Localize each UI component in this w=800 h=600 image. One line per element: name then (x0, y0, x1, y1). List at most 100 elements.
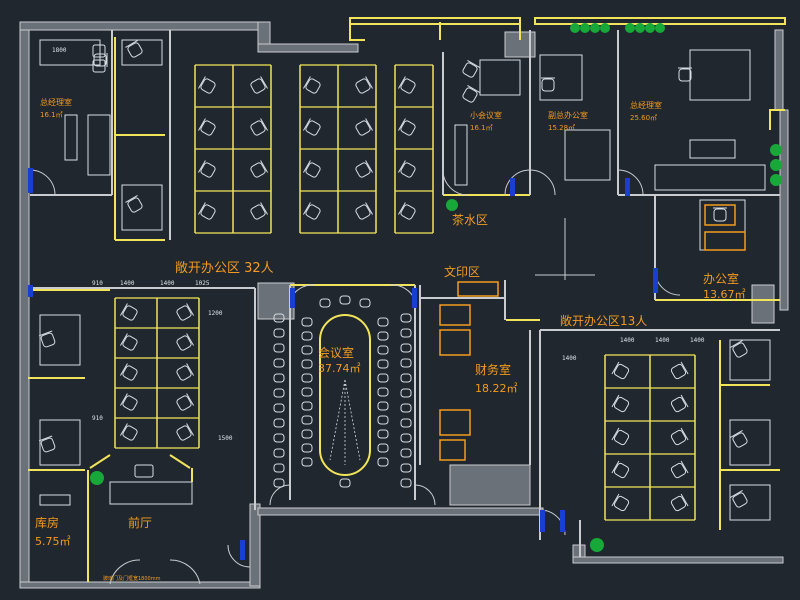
conference-chair (377, 443, 389, 453)
office-chair (730, 490, 748, 508)
office-chair (355, 76, 373, 94)
chair-seat (613, 363, 630, 380)
conference-chair (301, 345, 313, 355)
office-chair (198, 202, 216, 220)
conference-chair (400, 418, 412, 428)
conference-chair (301, 387, 313, 397)
chair-seat (613, 462, 630, 479)
dimension-labels: 1800 910 1400 1400 1025 910 1200 1500 14… (52, 47, 705, 442)
chair-seat (122, 335, 138, 351)
chair-back (198, 202, 206, 215)
chair-seat (127, 42, 143, 58)
conference-chair (400, 313, 412, 323)
office-chair (198, 160, 216, 178)
office-chair (670, 427, 689, 446)
conference-chair (377, 387, 389, 397)
chair-seat (355, 78, 371, 94)
office-desk-orange (704, 204, 746, 251)
chair-seat (400, 162, 416, 178)
door-markers (28, 168, 658, 560)
label-print-area: 文印区 (444, 264, 480, 279)
dim-wk-top-b: 1400 (120, 280, 135, 287)
chair-seat (176, 395, 192, 411)
chair-seat (400, 120, 416, 136)
chair-seat (250, 120, 266, 136)
conference-chair (301, 429, 313, 439)
label-open-office-32: 敞开办公区 32人 (175, 260, 274, 276)
chair-seat (93, 53, 107, 67)
chair-back (120, 393, 128, 406)
conference-table (319, 314, 371, 476)
office-chair (120, 423, 138, 441)
conference-chair (273, 388, 285, 398)
dim-wk-mid: 1500 (218, 435, 233, 442)
dim-nw-width: 1800 (52, 47, 67, 54)
chair-seat (355, 162, 371, 178)
dim-se-top-b: 1400 (655, 337, 670, 344)
office-chair (176, 393, 194, 411)
office-chair (303, 202, 321, 220)
chair-seat (250, 78, 266, 94)
conference-chair (273, 373, 285, 383)
office-chair (176, 303, 194, 321)
dim-wk-side-b: 910 (92, 415, 103, 422)
office-chair (730, 340, 748, 358)
chair-seat (732, 492, 748, 508)
office-chair (120, 363, 138, 381)
label-manager-ne: 总经理室 (630, 100, 662, 110)
chair-back (365, 118, 373, 131)
dim-se-top-a: 1400 (620, 337, 635, 344)
chair-back (260, 160, 268, 173)
chair-back (186, 393, 194, 406)
chair-seat (670, 363, 687, 380)
room-labels: 总经理室 16.1㎡ 敞开办公区 32人 小会议室 16.1㎡ 副总办公室 15… (35, 97, 746, 582)
chair-back (467, 60, 480, 68)
chair-back (38, 330, 53, 337)
office-chair (303, 76, 321, 94)
conference-chair (339, 478, 351, 488)
conference-chair (301, 373, 313, 383)
chair-seat (250, 204, 266, 220)
chair-seat (127, 197, 143, 213)
inner-walls (30, 30, 780, 557)
office-chair (120, 393, 138, 411)
chair-seat (40, 332, 56, 348)
chair-back (365, 202, 373, 215)
office-chair (198, 118, 216, 136)
conference-chair (319, 298, 331, 308)
chair-seat (122, 395, 138, 411)
conference-chair (273, 328, 285, 338)
chair-seat (670, 495, 687, 512)
chair-seat (713, 208, 727, 222)
label-storage: 库房 (35, 515, 59, 530)
conference-chair (301, 415, 313, 425)
chair-seat (355, 204, 371, 220)
chair-seat (462, 62, 478, 78)
office-chair (398, 76, 416, 94)
conference-chairs (273, 295, 412, 488)
area-manager-ne: 25.60㎡ (630, 114, 657, 122)
office-chair (250, 160, 268, 178)
label-deputy-office: 副总办公室 (548, 110, 588, 120)
chair-seat (305, 204, 321, 220)
office-chair (611, 460, 630, 479)
office-chair (125, 40, 143, 58)
conference-chair (377, 429, 389, 439)
office-chair (462, 85, 480, 103)
chair-seat (400, 204, 416, 220)
office-chair (541, 77, 555, 92)
conference-chair (273, 403, 285, 413)
dim-wk-side: 1200 (208, 310, 223, 317)
grid-crosshair (535, 218, 595, 280)
office-chair (176, 363, 194, 381)
label-conference-room: 会议室 (318, 345, 354, 360)
chair-seat (670, 396, 687, 413)
chair-back (680, 427, 689, 441)
plants (90, 23, 782, 552)
conference-chair (301, 317, 313, 327)
conference-chair (377, 359, 389, 369)
chair-back (680, 361, 689, 375)
chair-back (611, 493, 620, 507)
chair-back (398, 160, 406, 173)
